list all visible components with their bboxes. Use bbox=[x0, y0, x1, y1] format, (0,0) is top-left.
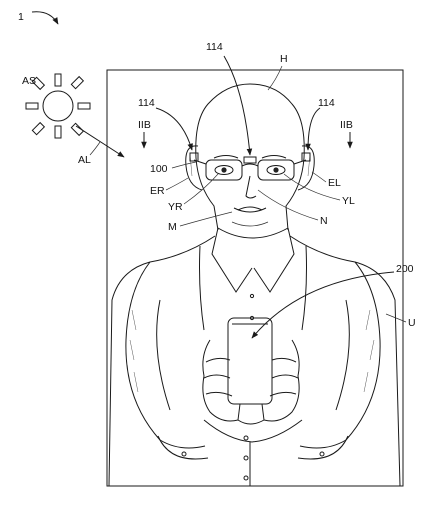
system-arrow bbox=[31, 11, 59, 25]
label-sensor-left: 114 bbox=[138, 97, 155, 109]
head-leader bbox=[267, 65, 283, 91]
label-ear-left: EL bbox=[328, 177, 341, 189]
device-leader bbox=[251, 271, 395, 339]
label-section-right: IIB bbox=[340, 119, 353, 131]
user-head bbox=[185, 83, 315, 231]
nose-leader bbox=[257, 189, 319, 221]
scene-frame bbox=[106, 69, 404, 487]
smart-glasses bbox=[189, 152, 311, 181]
user-torso bbox=[108, 227, 401, 487]
label-glasses: 100 bbox=[150, 163, 168, 175]
label-device: 200 bbox=[396, 263, 414, 275]
sensor-right-leader bbox=[305, 107, 321, 151]
mouth-leader bbox=[179, 211, 233, 227]
label-mouth: M bbox=[168, 221, 177, 233]
label-system: 1 bbox=[18, 11, 24, 23]
mobile-device bbox=[227, 317, 273, 405]
label-sensor-top: 114 bbox=[206, 41, 223, 53]
label-head: H bbox=[280, 53, 288, 65]
eye-right-leader bbox=[183, 173, 219, 205]
hands-holding-device bbox=[202, 317, 300, 425]
label-eye-right: YR bbox=[168, 201, 183, 213]
label-light-source: AS bbox=[22, 75, 36, 87]
label-eye-left: YL bbox=[342, 195, 355, 207]
ear-left-leader bbox=[311, 171, 327, 183]
glasses-leader bbox=[171, 161, 197, 169]
sensor-left-leader bbox=[155, 107, 193, 151]
ambient-light-leader bbox=[89, 141, 101, 156]
ambient-light-arrow bbox=[75, 125, 125, 158]
label-sensor-right: 114 bbox=[318, 97, 335, 109]
sensor-top-leader bbox=[223, 55, 253, 156]
label-section-left: IIB bbox=[138, 119, 151, 131]
eye-left-leader bbox=[283, 173, 341, 201]
ear-right-leader bbox=[165, 177, 189, 191]
label-user: U bbox=[408, 317, 416, 329]
label-ear-right: ER bbox=[150, 185, 165, 197]
user-leader bbox=[385, 313, 407, 323]
sun-icon bbox=[25, 73, 91, 139]
label-nose: N bbox=[320, 215, 328, 227]
label-ambient-light: AL bbox=[78, 154, 91, 166]
